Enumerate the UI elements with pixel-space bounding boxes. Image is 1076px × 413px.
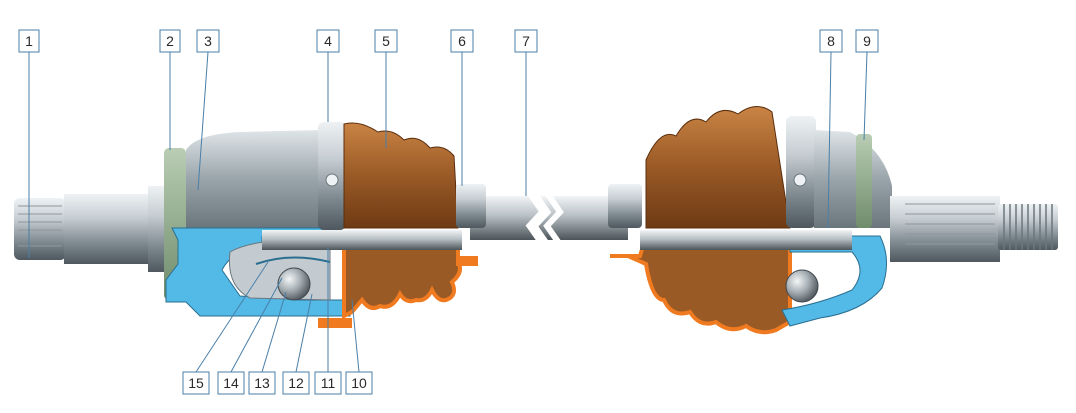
callout-label-11: 11 [314, 371, 342, 395]
callout-label-9: 9 [855, 29, 879, 53]
callout-label-1: 1 [18, 29, 40, 53]
housing-section-right [781, 235, 887, 327]
callout-label-2: 2 [159, 29, 181, 53]
callout-label-9-text: 9 [863, 33, 871, 49]
boot-section-right [610, 234, 792, 335]
ball-right [785, 269, 819, 303]
callout-label-15-text: 15 [188, 375, 204, 391]
callout-label-12: 12 [282, 371, 310, 395]
inner-joint [14, 122, 486, 328]
callout-label-14: 14 [217, 371, 245, 395]
boot-section-left [342, 234, 462, 320]
callout-label-7-text: 7 [522, 33, 530, 49]
callout-label-10-text: 10 [351, 375, 367, 391]
callout-label-6: 6 [450, 29, 474, 53]
main-shaft [470, 187, 628, 249]
leader-lines [28, 51, 868, 373]
ball-left [277, 267, 311, 301]
housing-left [186, 130, 322, 228]
callout-label-15: 15 [182, 371, 210, 395]
bushing-left [456, 184, 486, 228]
callout-label-5-text: 5 [382, 33, 390, 49]
seal-ring-right [856, 134, 872, 228]
boot-left [343, 122, 459, 229]
callout-label-10: 10 [345, 371, 373, 395]
boot-right [645, 106, 791, 229]
callout-label-5: 5 [374, 29, 398, 53]
callouts-top: 1 2 3 4 5 6 7 8 9 [18, 29, 879, 53]
spline-stub-left [14, 198, 66, 260]
callout-label-13-text: 13 [254, 375, 270, 391]
callout-label-4-text: 4 [324, 33, 332, 49]
callout-label-12-text: 12 [288, 375, 304, 391]
callout-label-3: 3 [196, 29, 220, 53]
housing-right [814, 130, 892, 228]
callouts-bottom: 15 14 13 12 11 10 [182, 371, 373, 395]
callout-label-7: 7 [514, 29, 538, 53]
callout-label-11-text: 11 [321, 375, 336, 391]
callout-label-13: 13 [248, 371, 276, 395]
callout-label-8: 8 [819, 29, 843, 53]
callout-label-14-text: 14 [223, 375, 239, 391]
callout-label-1-text: 1 [25, 33, 33, 49]
callout-label-8-text: 8 [827, 33, 835, 49]
callout-label-2-text: 2 [166, 33, 174, 49]
callout-label-3-text: 3 [204, 33, 212, 49]
outer-joint [608, 106, 1058, 335]
callout-label-6-text: 6 [458, 33, 466, 49]
clamp-right [786, 116, 816, 228]
callout-label-4: 4 [316, 29, 340, 53]
